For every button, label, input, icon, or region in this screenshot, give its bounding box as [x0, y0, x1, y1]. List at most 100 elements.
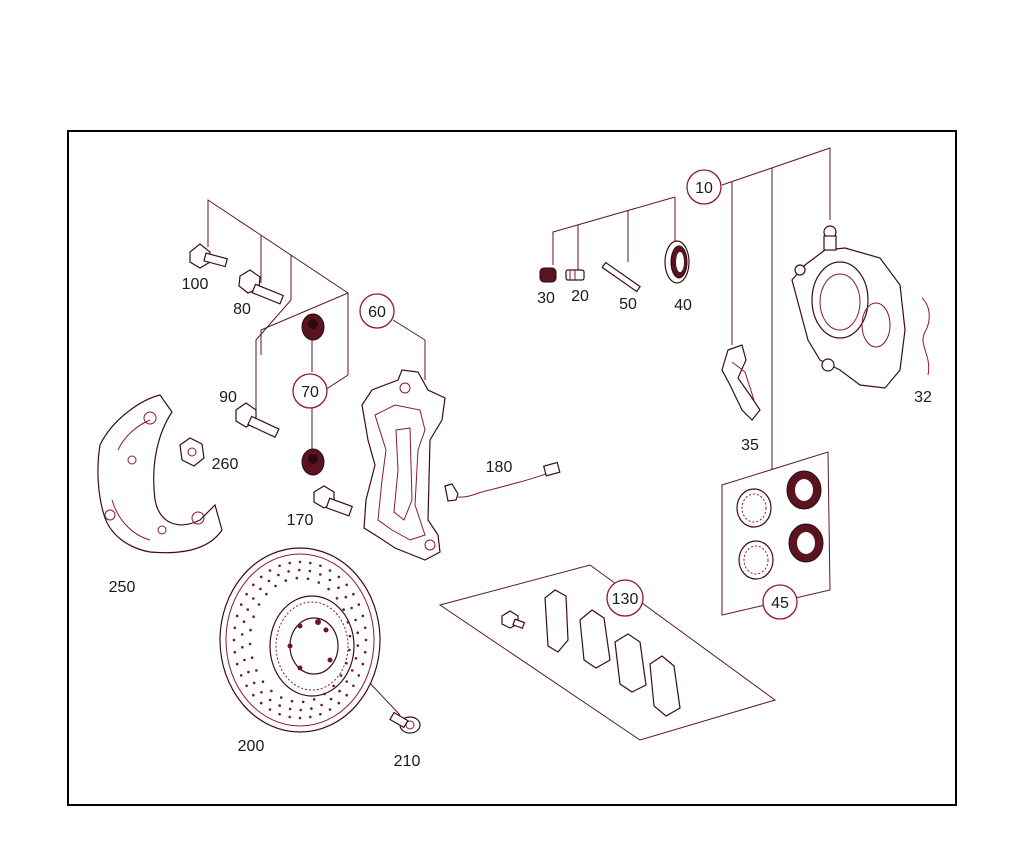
label-30[interactable]: 30	[537, 290, 555, 307]
drill-hole	[235, 614, 239, 618]
drill-hole	[252, 583, 255, 587]
drill-hole	[320, 703, 323, 707]
seal-40	[664, 240, 690, 284]
callout-70[interactable]: 70	[292, 373, 328, 409]
drill-hole	[323, 692, 326, 696]
drill-hole	[345, 662, 348, 665]
label-40[interactable]: 40	[674, 297, 692, 314]
drill-hole	[361, 614, 365, 618]
drill-hole	[312, 698, 316, 701]
drill-hole	[338, 689, 341, 693]
drill-hole	[354, 657, 358, 660]
pad-screw	[501, 610, 526, 630]
drill-hole	[288, 715, 292, 719]
drill-hole	[248, 642, 252, 646]
bolt-100	[189, 243, 229, 269]
label-180[interactable]: 180	[486, 459, 513, 476]
drill-hole	[288, 707, 292, 711]
drill-hole	[252, 693, 255, 697]
drill-hole	[299, 708, 303, 712]
label-50[interactable]: 50	[619, 296, 637, 313]
drill-hole	[345, 693, 349, 697]
drill-hole	[327, 587, 330, 591]
drill-hole	[243, 658, 246, 662]
drill-hole	[335, 597, 339, 600]
bushing-70-lower	[301, 448, 325, 476]
drill-hole	[328, 708, 332, 711]
drill-hole	[357, 674, 361, 677]
seal-ring	[736, 488, 772, 528]
svg-text:130: 130	[612, 591, 639, 608]
label-20[interactable]: 20	[571, 288, 589, 305]
drill-hole	[329, 697, 333, 701]
bleeder-20	[565, 269, 585, 281]
seal-ring	[788, 523, 824, 563]
drill-hole	[356, 644, 360, 647]
wire-clip-32	[921, 297, 930, 376]
label-35[interactable]: 35	[741, 437, 759, 454]
drill-hole	[239, 674, 243, 677]
label-100[interactable]: 100	[182, 276, 209, 293]
drill-hole	[354, 618, 357, 622]
drill-hole	[298, 568, 301, 572]
drill-hole	[252, 597, 255, 600]
brake-pad	[649, 655, 681, 717]
svg-text:45: 45	[771, 595, 789, 612]
drill-hole	[356, 631, 360, 634]
drill-hole	[246, 608, 250, 611]
drill-hole	[235, 662, 239, 666]
drill-hole	[337, 701, 341, 705]
drill-hole	[332, 684, 335, 688]
drill-hole	[350, 669, 354, 672]
drill-hole	[267, 579, 271, 583]
callout-45[interactable]: 45	[762, 584, 798, 620]
drill-hole	[277, 573, 280, 577]
drill-hole	[348, 634, 352, 638]
drill-hole	[298, 716, 302, 720]
dust-shield-250	[97, 394, 223, 554]
drill-hole	[310, 707, 313, 710]
label-250[interactable]: 250	[109, 579, 136, 596]
drill-hole	[241, 646, 244, 649]
drill-hole	[345, 680, 349, 683]
drill-hole	[339, 674, 343, 677]
label-32[interactable]: 32	[914, 389, 932, 406]
brake-pad	[614, 633, 647, 693]
drill-hole	[278, 704, 282, 707]
drill-hole	[233, 626, 237, 630]
drill-hole	[278, 712, 281, 716]
brake-pad	[579, 609, 611, 669]
pin-50	[601, 261, 641, 293]
drill-hole	[317, 581, 321, 584]
drill-hole	[328, 578, 332, 582]
drill-hole	[306, 577, 310, 581]
screw-210	[389, 711, 421, 734]
plug-30	[539, 267, 557, 283]
bolt-80	[238, 269, 285, 305]
label-170[interactable]: 170	[287, 512, 314, 529]
drill-hole	[295, 576, 299, 580]
seal-ring	[786, 470, 822, 510]
brake-disc-200	[219, 547, 381, 733]
label-210[interactable]: 210	[394, 753, 421, 770]
callout-130[interactable]: 130	[606, 579, 644, 617]
label-80[interactable]: 80	[233, 301, 251, 318]
seal-ring	[738, 540, 774, 580]
drill-hole	[319, 564, 322, 568]
drill-hole	[319, 573, 322, 576]
drill-hole	[346, 621, 350, 624]
label-200[interactable]: 200	[238, 738, 265, 755]
callout-10[interactable]: 10	[686, 169, 722, 205]
bushing-70-upper	[301, 313, 325, 341]
caliper-housing-10	[791, 225, 906, 389]
drill-hole	[287, 570, 290, 573]
drill-hole	[361, 662, 365, 666]
drill-hole	[249, 628, 252, 632]
drill-hole	[279, 696, 283, 699]
label-90[interactable]: 90	[219, 389, 237, 406]
drill-hole	[242, 620, 246, 623]
label-260[interactable]: 260	[212, 456, 239, 473]
drill-hole	[232, 638, 236, 642]
callout-60[interactable]: 60	[359, 293, 395, 329]
